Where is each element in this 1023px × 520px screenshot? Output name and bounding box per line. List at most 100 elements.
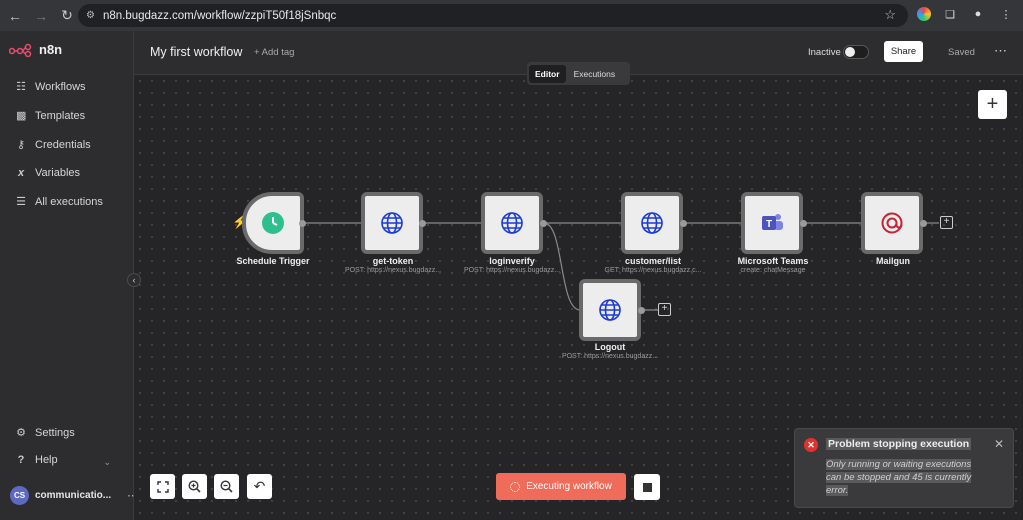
add-next-node-button[interactable]: + [658,303,671,316]
collapse-sidebar-button[interactable]: ‹ [127,273,141,287]
sidebar: n8n ☷ Workflows ▩ Templates ⚷ Credential… [0,31,138,520]
zoom-out-icon [220,480,233,493]
share-button[interactable]: Share [884,41,923,62]
sidebar-item-label: Variables [35,167,81,179]
svg-text:T: T [766,219,772,230]
more-options-icon[interactable]: ⋯ [994,43,1007,58]
error-icon: ✕ [804,438,818,452]
sidebar-item-workflows[interactable]: ☷ Workflows [16,80,86,94]
node-label: Microsoft Teams [737,256,809,266]
node-label: loginverify [489,256,535,266]
node-subtitle: create: chatMessage [740,267,806,274]
node-loginverify[interactable] [481,192,543,254]
forward-icon[interactable]: → [34,7,48,24]
browser-toolbar: ← → ↻ ⚙ n8n.bugdazz.com/workflow/zzpiT50… [0,0,1023,31]
user-name: communicatio... [35,490,112,501]
node-get-token[interactable] [361,192,423,254]
stop-icon [642,482,652,492]
node-label: get-token [372,256,414,266]
toast-title: Problem stopping execution [826,438,972,450]
n8n-logo[interactable]: n8n [9,42,62,57]
browser-menu-icon[interactable]: ⋮ [1000,8,1012,21]
saved-status: Saved [948,47,975,58]
node-label: Mailgun [876,256,910,266]
workflows-icon: ☷ [16,81,26,93]
sidebar-item-templates[interactable]: ▩ Templates [16,109,86,123]
node-subtitle: POST: https://nexus.bugdazz... [561,353,659,360]
output-handle[interactable] [800,220,807,227]
zoom-in-button[interactable] [182,474,207,499]
output-handle[interactable] [419,220,426,227]
n8n-logo-icon [9,43,32,57]
output-handle[interactable] [638,307,645,314]
node-customer-list[interactable] [621,192,683,254]
tab-editor[interactable]: Editor [529,64,566,83]
toast-message-text: Only running or waiting executions can b… [826,459,972,496]
toast-message: Only running or waiting executions can b… [826,458,984,497]
sidebar-item-label: All executions [35,195,103,208]
active-status-label: Inactive [808,47,841,58]
tab-executions[interactable]: Executions [573,68,616,79]
avatar: CS [10,486,29,505]
add-tag-button[interactable]: + Add tag [254,47,295,58]
add-node-button[interactable]: + [978,90,1007,119]
zoom-in-icon [188,480,201,493]
reset-zoom-button[interactable]: ↶ [247,474,272,499]
help-icon: ? [17,454,25,466]
user-menu[interactable]: CS communicatio... ⋯ [10,486,138,505]
node-subtitle: POST: https://nexus.bugdazz... [463,267,561,274]
active-toggle[interactable] [843,45,869,59]
sidebar-item-label: Templates [35,109,86,122]
sidebar-item-label: Settings [35,426,75,439]
user-more-icon[interactable]: ⋯ [127,490,139,502]
node-logout[interactable] [579,279,641,341]
output-handle[interactable] [920,220,927,227]
view-tabs: Editor Executions [527,62,630,85]
undo-icon: ↶ [253,478,266,494]
teams-icon: T [762,214,783,230]
address-bar[interactable]: ⚙ n8n.bugdazz.com/workflow/zzpiT50f18jSn… [78,4,908,27]
globe-icon [381,212,403,234]
node-microsoft-teams[interactable]: T [741,192,803,254]
back-icon[interactable]: ← [8,7,22,24]
node-subtitle: GET: https://nexus.bugdazz.c... [604,267,702,274]
sidebar-item-label: Workflows [35,80,86,93]
output-handle[interactable] [299,220,306,227]
chevron-down-icon[interactable]: ⌄ [103,457,111,467]
sidebar-item-all-executions[interactable]: ☰ All executions [16,195,103,209]
workflow-canvas[interactable]: Editor Executions + ⚡ [134,62,1023,520]
executing-workflow-button[interactable]: Executing workflow [496,473,626,500]
templates-icon: ▩ [16,110,27,122]
sidebar-item-credentials[interactable]: ⚷ Credentials [16,138,91,152]
mailgun-icon [881,212,903,234]
bookmark-star-icon[interactable]: ☆ [884,7,896,22]
fit-view-button[interactable] [150,474,175,499]
output-handle[interactable] [680,220,687,227]
extension-color-icon[interactable] [917,7,931,21]
app-name: n8n [39,42,63,57]
profile-icon[interactable]: ● [974,8,982,20]
list-icon: ☰ [16,196,26,208]
sidebar-item-label: Credentials [35,138,91,151]
globe-icon [599,299,621,321]
globe-icon [501,212,523,234]
output-handle[interactable] [540,220,547,227]
sidebar-item-help[interactable]: ? Help [16,454,58,466]
workflow-title[interactable]: My first workflow [150,45,243,59]
reload-icon[interactable]: ↻ [61,7,73,23]
node-label: Logout [594,342,626,352]
node-subtitle: POST: https://nexus.bugdazz... [344,267,442,274]
close-icon[interactable]: ✕ [993,437,1004,451]
node-schedule-trigger[interactable] [242,192,304,254]
extensions-puzzle-icon[interactable]: ❏ [945,8,955,21]
gear-icon: ⚙ [16,427,26,439]
stop-execution-button[interactable] [634,474,660,500]
key-icon: ⚷ [16,139,26,151]
sidebar-item-settings[interactable]: ⚙ Settings [16,426,75,440]
zoom-out-button[interactable] [214,474,239,499]
node-mailgun[interactable] [861,192,923,254]
sidebar-item-variables[interactable]: x Variables [16,167,80,179]
site-info-icon[interactable]: ⚙ [86,10,95,21]
add-next-node-button[interactable]: + [940,216,953,229]
fullscreen-icon [156,480,169,493]
